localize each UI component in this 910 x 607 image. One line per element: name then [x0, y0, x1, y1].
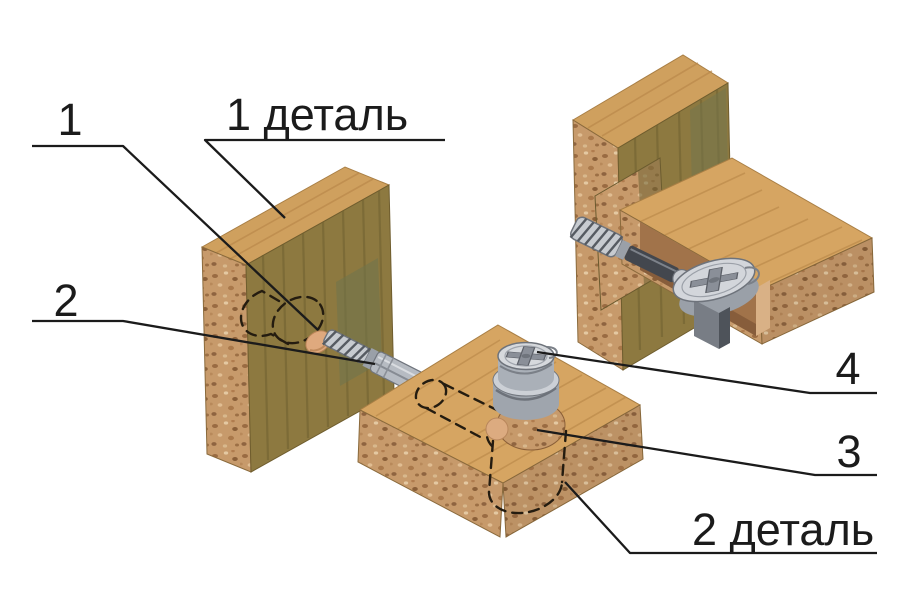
- callouts: 1 1 деталь 2 4 3 2 деталь: [32, 89, 877, 555]
- bolt-collar: [614, 239, 631, 260]
- bolt-collar: [362, 347, 379, 370]
- callout-2-label: 2: [53, 275, 78, 326]
- panel2-bolt-channel-dashed: [414, 378, 505, 441]
- cam-bracket: [694, 300, 719, 349]
- assembled-joint: [569, 54, 875, 371]
- callout-3-leader: [536, 428, 877, 477]
- cam-cross-slot: [689, 266, 739, 294]
- panel-1: [200, 166, 434, 473]
- panel1-edge-face: [201, 246, 252, 473]
- cam-bracket-side: [719, 307, 730, 349]
- callout-4-label: 4: [835, 343, 860, 394]
- cam-cross-slot: [505, 346, 547, 366]
- hole-plug-ball: [485, 417, 509, 441]
- callout-3: 3: [536, 426, 877, 477]
- part-label-1: 1 деталь: [203, 89, 445, 219]
- callout-1-label: 1: [57, 94, 82, 145]
- panel-2: [357, 324, 644, 538]
- assembled-cam-lock: [672, 257, 760, 349]
- cam-notch-inner-wall: [756, 280, 770, 336]
- callout-2: 2: [32, 275, 376, 366]
- part-label-2: 2 деталь: [564, 481, 877, 555]
- part-1-leader: [203, 138, 445, 219]
- callout-2-leader: [32, 319, 376, 366]
- bolt-shaft-dark: [624, 245, 679, 283]
- part-2-leader: [564, 481, 877, 555]
- right-edge-shade: [760, 238, 874, 344]
- cam-lock: [485, 341, 566, 451]
- part-2-label: 2 деталь: [692, 504, 874, 555]
- panel2-right-edge-shade: [503, 405, 643, 537]
- panel2-right-edge: [502, 404, 644, 538]
- callout-1: 1: [32, 94, 319, 331]
- callout-4-leader: [536, 350, 877, 395]
- part-1-label: 1 деталь: [226, 89, 408, 140]
- callout-4: 4: [536, 343, 877, 395]
- panel2-left-edge: [357, 409, 504, 538]
- callout-1-leader: [32, 144, 319, 331]
- callout-3-label: 3: [836, 426, 861, 477]
